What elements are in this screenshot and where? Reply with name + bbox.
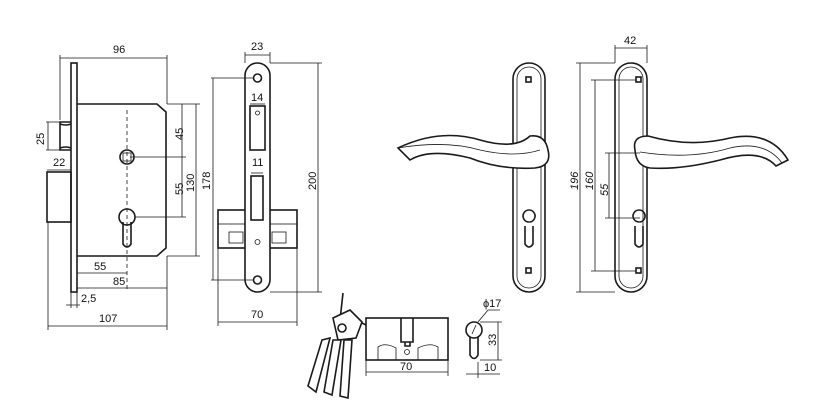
keyhole-left: [522, 209, 536, 248]
dim-70-strike: 70: [251, 309, 263, 321]
lock-side-view: 96 25 22 45 55 130 55 85 2,5 107: [35, 44, 200, 330]
dim-45: 45: [174, 128, 186, 140]
latch-bolt: [59, 121, 72, 151]
lever-handle-left: [396, 134, 550, 170]
lock-front-view: 23 14 11 178 200 70: [201, 41, 322, 326]
dim-2-5: 2,5: [81, 293, 96, 305]
dim-130: 130: [185, 174, 197, 192]
dim-33: 33: [487, 334, 499, 346]
dim-55-vertical: 55: [174, 183, 186, 195]
bolt-slot: [250, 175, 264, 221]
dim-25: 25: [35, 133, 47, 145]
cylinder-body: [365, 317, 449, 361]
faceplate-side: [70, 62, 78, 293]
faceplate-front: [244, 62, 271, 293]
dim-phi17: ϕ17: [483, 298, 501, 310]
keyhole-right: [632, 209, 646, 248]
dim-11: 11: [252, 157, 263, 169]
handle-plate-left: [512, 62, 546, 293]
cylinder-view: 70 ϕ17 33 10: [307, 292, 502, 400]
lock-body: [77, 103, 167, 257]
dim-200: 200: [307, 172, 319, 190]
dead-bolt: [46, 171, 72, 223]
dim-160: 160: [584, 171, 596, 190]
dim-107: 107: [99, 313, 117, 325]
dim-10: 10: [484, 362, 496, 374]
dim-85: 85: [113, 276, 125, 288]
handle-view: 42 196 160 55: [396, 35, 790, 293]
dim-178: 178: [201, 172, 213, 190]
dim-23: 23: [251, 41, 263, 53]
dim-196: 196: [569, 171, 581, 190]
dim-55-handle: 55: [599, 183, 611, 196]
dim-14: 14: [251, 92, 263, 104]
handle-plate-right: [614, 62, 648, 293]
keys-icon: [307, 292, 367, 400]
dim-42: 42: [624, 35, 636, 47]
dim-70-cylinder: 70: [400, 361, 412, 373]
cylinder-side-profile: [465, 321, 483, 339]
dim-22: 22: [53, 157, 65, 169]
dim-96: 96: [113, 44, 125, 56]
latch-slot: [249, 105, 266, 151]
dim-55-backset: 55: [94, 261, 106, 273]
